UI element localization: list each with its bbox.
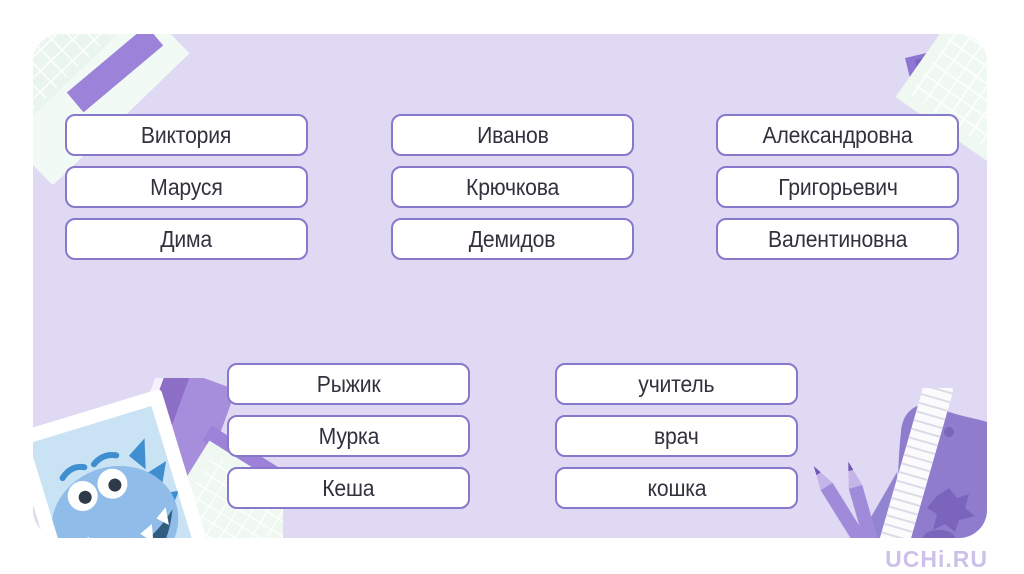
word-card[interactable]: Валентиновна bbox=[716, 218, 959, 260]
word-column-first-names: Виктория Маруся Дима bbox=[65, 114, 308, 260]
pencil-icon bbox=[848, 461, 885, 538]
word-card[interactable]: Крючкова bbox=[391, 166, 634, 208]
word-card[interactable]: Демидов bbox=[391, 218, 634, 260]
word-card[interactable]: Григорьевич bbox=[716, 166, 959, 208]
word-column-pet-names: Рыжик Мурка Кеша bbox=[227, 363, 470, 509]
word-card-label: Виктория bbox=[141, 121, 232, 148]
word-card-label: учитель bbox=[638, 370, 715, 397]
word-card-label: врач bbox=[654, 422, 699, 449]
book-icon bbox=[104, 378, 237, 538]
word-card[interactable]: Дима bbox=[65, 218, 308, 260]
word-card[interactable]: кошка bbox=[555, 467, 798, 509]
word-column-common-words: учитель врач кошка bbox=[555, 363, 798, 509]
word-card[interactable]: Маруся bbox=[65, 166, 308, 208]
word-card-label: Григорьевич bbox=[777, 173, 898, 200]
word-card[interactable]: врач bbox=[555, 415, 798, 457]
word-card[interactable]: учитель bbox=[555, 363, 798, 405]
word-column-surnames: Иванов Крючкова Демидов bbox=[391, 114, 634, 260]
stationery-icon bbox=[813, 388, 987, 538]
folder-corner-icon bbox=[859, 472, 901, 538]
uchi-ru-watermark: UCHi.RU bbox=[885, 546, 988, 572]
purple-blob-icon bbox=[897, 404, 987, 538]
word-card[interactable]: Рыжик bbox=[227, 363, 470, 405]
word-card-label: Мурка bbox=[318, 422, 379, 449]
word-card[interactable]: Кеша bbox=[227, 467, 470, 509]
word-card-label: Крючкова bbox=[465, 173, 560, 200]
word-column-patronymics: Александровна Григорьевич Валентиновна bbox=[716, 114, 959, 260]
word-card-label: Иванов bbox=[476, 121, 549, 148]
word-card-label: Рыжик bbox=[316, 370, 381, 397]
word-card[interactable]: Мурка bbox=[227, 415, 470, 457]
task-board: Виктория Маруся Дима Иванов Крючкова Дем… bbox=[33, 34, 987, 538]
word-card[interactable]: Виктория bbox=[65, 114, 308, 156]
pencil-icon bbox=[813, 466, 870, 538]
word-card-label: Кеша bbox=[322, 474, 375, 501]
word-card-label: Александровна bbox=[762, 121, 913, 148]
word-card-label: Валентиновна bbox=[767, 225, 908, 252]
word-card-label: Демидов bbox=[469, 225, 556, 252]
word-card[interactable]: Иванов bbox=[391, 114, 634, 156]
word-card-label: Маруся bbox=[150, 173, 223, 200]
word-card-label: Дима bbox=[160, 225, 213, 252]
ruler-icon bbox=[877, 388, 954, 538]
word-card-label: кошка bbox=[647, 474, 706, 501]
word-card[interactable]: Александровна bbox=[716, 114, 959, 156]
